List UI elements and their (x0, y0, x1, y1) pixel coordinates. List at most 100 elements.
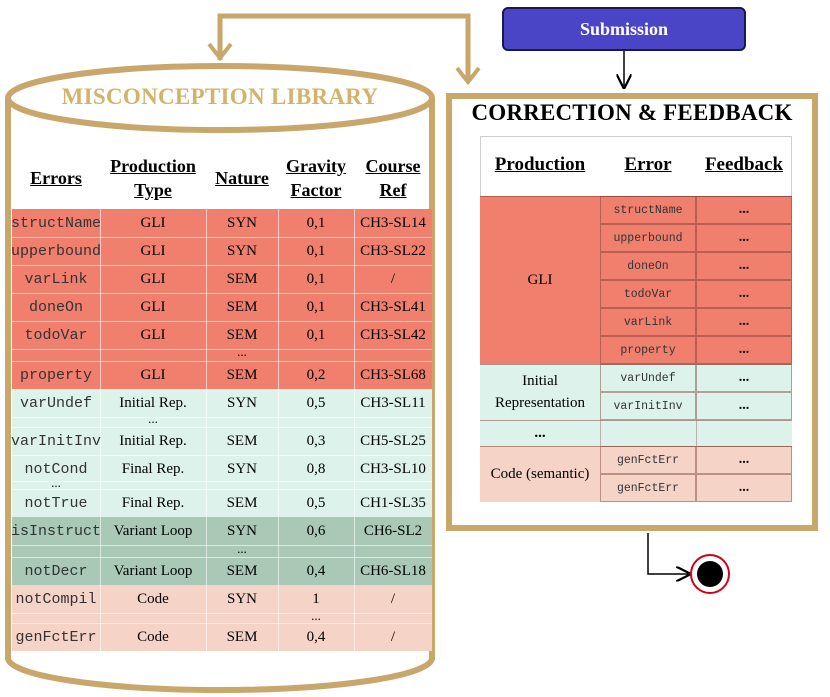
correction-feedback-cell: ... (696, 308, 792, 336)
library-connector-arrow (217, 13, 471, 82)
library-cell-error: varLink (24, 270, 88, 288)
header-course-ref: Course Ref (365, 156, 421, 200)
row-separator (12, 427, 432, 428)
correction-feedback-cell: ... (696, 364, 792, 392)
library-table-header: Errors Production Type Nature Gravity Fa… (12, 147, 432, 209)
library-cell-gravity: 0,8 (306, 460, 326, 477)
library-cell-ref: CH3-SL14 (360, 214, 426, 231)
library-cell-gravity: 0,1 (306, 326, 326, 343)
row-separator (12, 321, 432, 322)
library-cell-production: GLI (140, 214, 166, 231)
correction-title: CORRECTION & FEEDBACK (471, 100, 793, 125)
library-band-code (12, 585, 432, 651)
library-cell-production: GLI (140, 366, 166, 383)
library-ellipsis: ... (237, 344, 247, 359)
library-cell-error: todoVar (24, 326, 88, 344)
library-cell-ref: CH6-SL18 (360, 562, 426, 579)
submission-node: Submission (502, 7, 746, 51)
library-cell-gravity: 0,3 (306, 432, 326, 449)
correction-error-cell: todoVar (600, 280, 696, 308)
library-cell-nature: SYN (226, 590, 257, 607)
correction-feedback-cell: ... (696, 252, 792, 280)
library-cell-error: property (19, 366, 92, 384)
library-cell-gravity: 1 (312, 590, 320, 607)
library-cell-gravity: 0,1 (306, 270, 326, 287)
library-cell-ref: CH1-SL35 (360, 494, 426, 511)
library-cell-ref: CH3-SL41 (360, 298, 426, 315)
library-cell-nature: SYN (226, 214, 257, 231)
library-cell-gravity: 0,1 (306, 298, 326, 315)
correction-feedback-cell: ... (696, 224, 792, 252)
correction-group (480, 196, 792, 364)
library-cell-gravity: 0,4 (306, 562, 326, 579)
row-separator (12, 265, 432, 266)
library-cell-nature: SEM (226, 432, 258, 449)
end-node-icon (690, 554, 730, 594)
library-cell-error: notTrue (24, 494, 88, 512)
library-ellipsis: ... (311, 608, 321, 623)
library-cell-production: GLI (140, 270, 166, 287)
library-cell-nature: SEM (226, 270, 258, 287)
header-errors: Errors (30, 168, 82, 188)
correction-feedback-cell: ... (696, 280, 792, 308)
library-cell-production: GLI (140, 326, 166, 343)
library-ellipsis: ... (237, 541, 247, 556)
correction-group (480, 446, 792, 502)
row-separator (12, 545, 432, 546)
library-cell-nature: SYN (226, 460, 257, 477)
library-cell-gravity: 0,6 (306, 522, 326, 539)
library-band-gli (12, 209, 432, 389)
library-cell-production: Initial Rep. (119, 394, 187, 411)
library-cell-ref: / (390, 590, 396, 607)
correction-feedback-cell: ... (696, 336, 792, 364)
row-separator (12, 489, 432, 490)
header-gravity-factor: Gravity Factor (286, 156, 346, 200)
library-cell-nature: SEM (226, 326, 258, 343)
library-cell-production: GLI (140, 298, 166, 315)
row-separator (12, 481, 432, 482)
correction-error-cell: genFctErr (600, 474, 696, 502)
row-separator (12, 557, 432, 558)
correction-feedback-cell: ... (696, 392, 792, 420)
library-cell-gravity: 0,5 (306, 494, 326, 511)
library-cell-ref: / (390, 270, 396, 287)
arrowhead-correction (455, 66, 481, 86)
library-cell-ref: CH5-SL25 (360, 432, 426, 449)
row-separator (12, 293, 432, 294)
row-separator (12, 417, 432, 418)
library-cell-error: isInstruct (11, 522, 102, 540)
correction-production-cell: Code (semantic) (490, 466, 590, 482)
library-cell-gravity: 0,4 (306, 628, 326, 645)
library-cell-error: varUndef (19, 394, 92, 412)
library-cell-nature: SEM (226, 366, 258, 383)
header-error: Error (624, 154, 672, 175)
library-cell-nature: SEM (226, 562, 258, 579)
correction-group (480, 420, 792, 446)
header-production: Production (494, 154, 586, 175)
correction-error-cell: doneOn (600, 252, 696, 280)
library-cell-ref: CH3-SL68 (360, 366, 426, 383)
correction-production-cell: GLI (527, 272, 553, 288)
correction-group (480, 364, 792, 420)
column-separator (354, 209, 355, 651)
library-cell-nature: SEM (226, 494, 258, 511)
library-cell-ref: CH3-SL42 (360, 326, 426, 343)
arrowhead-library (207, 42, 233, 62)
correction-error-cell: varLink (600, 308, 696, 336)
correction-empty-cell (600, 420, 696, 446)
library-cell-production: Final Rep. (121, 494, 185, 511)
library-band-rep (12, 389, 432, 517)
library-cell-error: doneOn (28, 298, 83, 316)
library-cell-nature: SYN (226, 522, 257, 539)
library-cell-nature: SEM (226, 628, 258, 645)
library-band-loop (12, 517, 432, 585)
correction-error-cell: varUndef (600, 364, 696, 392)
